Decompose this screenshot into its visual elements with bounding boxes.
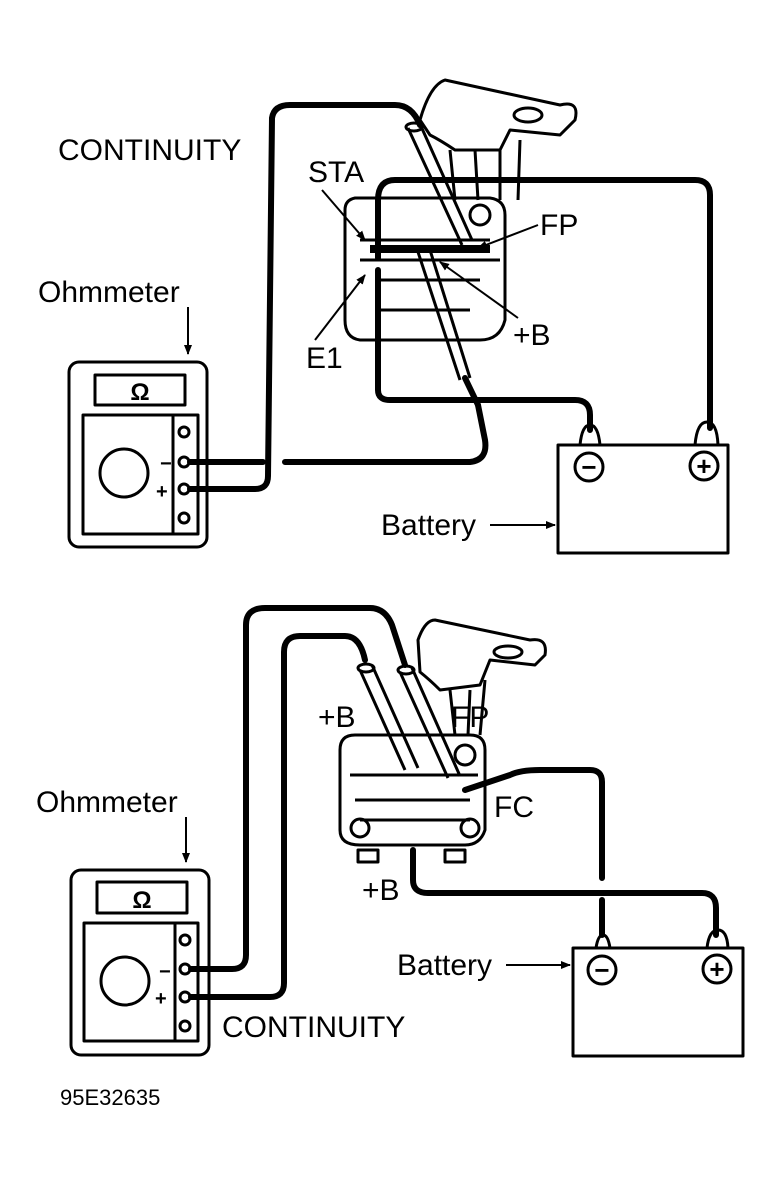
terminal-label-plus-b: +B — [513, 319, 551, 352]
fp-arrow — [477, 224, 539, 249]
bottom-probe-1 — [356, 662, 420, 771]
bottom-lead-battery-plus — [410, 847, 719, 938]
meter-jack[interactable] — [178, 1019, 192, 1033]
bottom-lead-fc — [462, 767, 605, 881]
top-ohmmeter-label: Ohmmeter — [38, 276, 180, 309]
top-continuity-label: CONTINUITY — [58, 134, 241, 167]
meter-jack[interactable] — [177, 511, 191, 525]
bottom-battery-label: Battery — [397, 949, 492, 982]
bottom-battery: − + — [571, 928, 745, 1058]
ohm-symbol-icon: Ω — [130, 379, 149, 406]
top-battery: − + — [556, 420, 730, 555]
terminal-label-e1: E1 — [306, 342, 343, 375]
terminal-label-fc: FC — [494, 791, 534, 824]
bottom-relay-connector — [338, 618, 547, 864]
top-lead-battery-plus — [375, 177, 713, 431]
bottom-lead-minus — [188, 605, 408, 972]
terminal-label-plus-b-top: +B — [318, 701, 356, 734]
ohm-symbol-icon: Ω — [132, 887, 151, 914]
top-probe-2 — [416, 249, 481, 408]
terminal-label-plus-b-bottom: +B — [362, 874, 400, 907]
bottom-diagram: Ohmmeter Ω − + CONTINUITY — [36, 605, 745, 1058]
top-lead-battery-minus — [375, 267, 593, 433]
bottom-continuity-label: CONTINUITY — [222, 1011, 405, 1044]
battery-minus-icon: − — [594, 955, 609, 985]
battery-plus-icon: + — [696, 451, 711, 481]
terminal-label-sta: STA — [308, 156, 364, 189]
bottom-ohmmeter: Ω − + — [69, 868, 211, 1057]
meter-minus-sign: − — [160, 453, 172, 475]
top-diagram: CONTINUITY Ohmmeter Ω − + — [38, 78, 730, 555]
meter-minus-sign: − — [159, 961, 171, 983]
top-lead-plus — [187, 102, 423, 492]
bottom-lead-plus — [188, 633, 368, 1000]
battery-minus-icon: − — [581, 452, 596, 482]
bottom-ohmmeter-label: Ohmmeter — [36, 786, 178, 819]
top-lead-minus — [187, 402, 489, 465]
e1-arrow — [314, 274, 366, 341]
meter-jack[interactable] — [178, 933, 192, 947]
battery-plus-icon: + — [709, 954, 724, 984]
top-ohmmeter: Ω − + — [67, 360, 209, 549]
top-battery-label: Battery — [381, 509, 476, 542]
sta-arrow — [321, 189, 366, 241]
top-relay-connector — [343, 78, 578, 342]
meter-plus-sign: + — [155, 988, 167, 1010]
meter-jack[interactable] — [177, 425, 191, 439]
bottom-probe-2 — [396, 664, 462, 779]
figure-code: 95E32635 — [60, 1085, 160, 1110]
meter-plus-sign: + — [156, 481, 168, 503]
plus-b-arrow — [439, 261, 519, 319]
terminal-label-fp: FP — [451, 701, 489, 734]
terminal-label-fp: FP — [540, 209, 578, 242]
